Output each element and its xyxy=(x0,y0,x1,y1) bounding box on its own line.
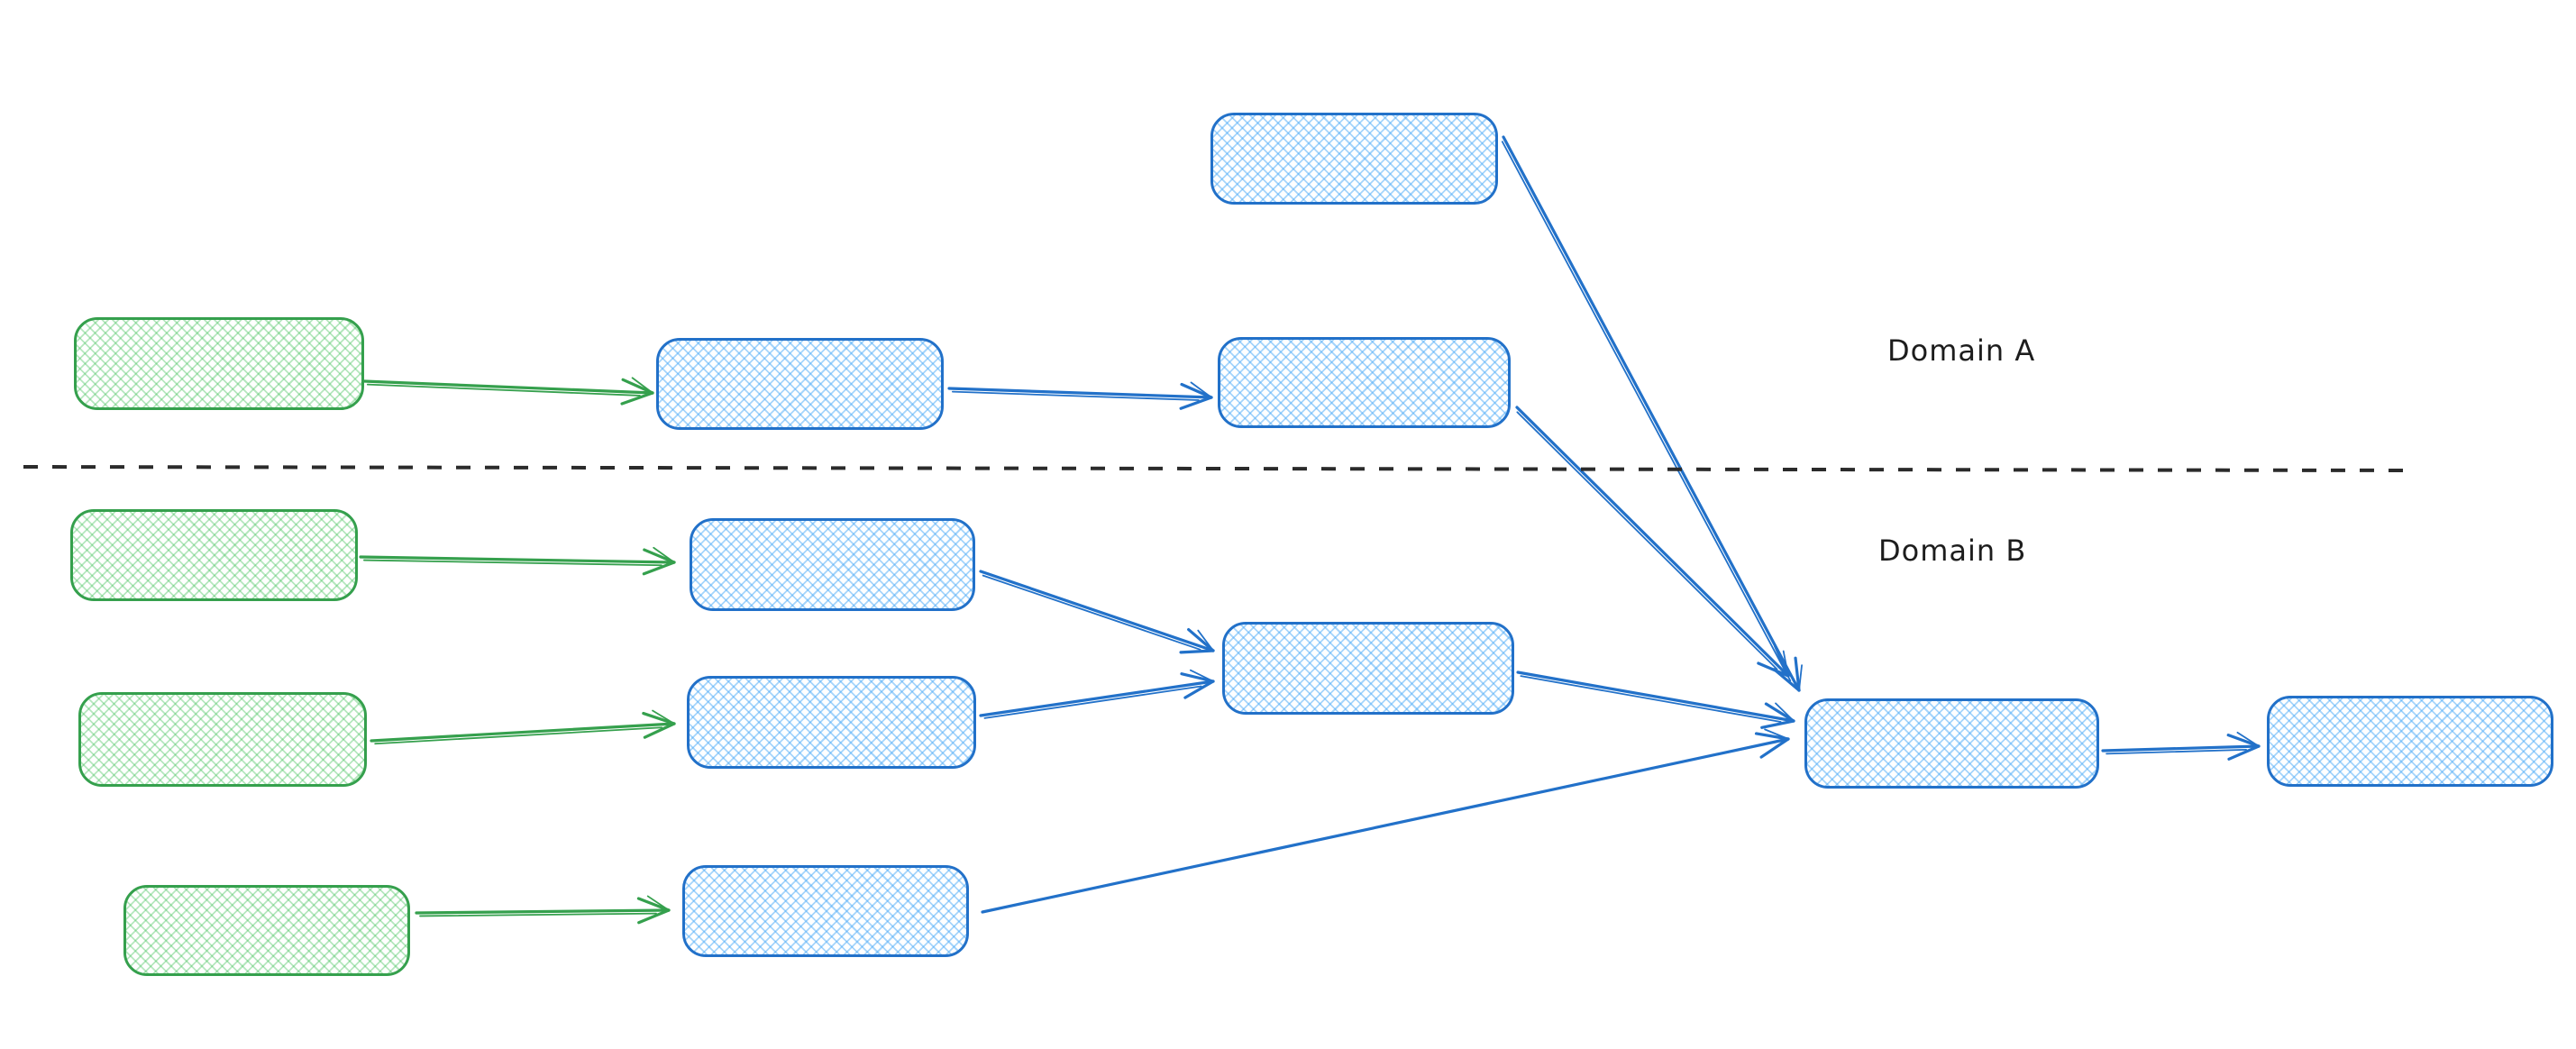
node-green-b1[interactable] xyxy=(70,509,358,601)
domain-divider-dashed-line[interactable] xyxy=(23,465,2414,472)
arrow-green-b3-to-b3[interactable] xyxy=(415,895,671,925)
node-green-a[interactable] xyxy=(74,317,364,410)
node-blue-top[interactable] xyxy=(1210,113,1498,205)
arrow-b1-to-hub[interactable] xyxy=(979,570,1215,654)
arrow-b3-to-merge[interactable] xyxy=(981,728,1790,914)
node-output[interactable] xyxy=(2267,696,2553,787)
node-blue-b2[interactable] xyxy=(687,676,976,769)
node-blue-a1[interactable] xyxy=(656,338,944,430)
node-blue-a2[interactable] xyxy=(1218,337,1511,428)
node-hub-b[interactable] xyxy=(1222,622,1514,715)
arrow-a2-to-merge[interactable] xyxy=(1515,406,1790,678)
node-blue-b1[interactable] xyxy=(690,518,975,611)
arrow-hub-to-merge[interactable] xyxy=(1516,670,1795,729)
domain-b-label[interactable]: Domain B xyxy=(1878,534,2027,568)
node-blue-b3[interactable] xyxy=(682,865,969,957)
arrow-b2-to-hub[interactable] xyxy=(979,669,1215,719)
arrow-green-b2-to-b2[interactable] xyxy=(370,709,676,745)
node-green-b3[interactable] xyxy=(123,885,410,976)
arrow-merge-to-output[interactable] xyxy=(2101,731,2261,761)
arrow-green-b1-to-b1[interactable] xyxy=(359,546,676,576)
domain-a-label[interactable]: Domain A xyxy=(1887,333,2036,368)
arrow-top-to-merge[interactable] xyxy=(1501,135,1803,692)
arrow-a1-to-a2[interactable] xyxy=(947,381,1213,410)
node-green-b2[interactable] xyxy=(78,692,367,787)
arrow-green-a-to-a1[interactable] xyxy=(362,377,654,406)
node-merge[interactable] xyxy=(1804,698,2099,789)
